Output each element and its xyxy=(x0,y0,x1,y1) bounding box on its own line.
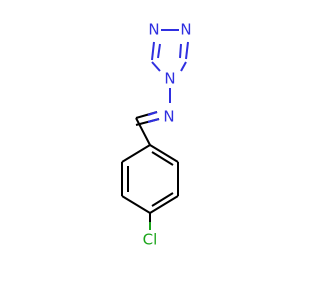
benzene-bond-6 xyxy=(121,144,151,163)
structure-drawing: N N N N Cl xyxy=(121,21,192,249)
molecule-diagram: N N N N Cl xyxy=(121,21,192,249)
bond-c5-n1-inner xyxy=(157,43,161,59)
atom-n-ring-top-right: N xyxy=(180,21,191,39)
bond-n2-c3-inner xyxy=(179,43,182,59)
benzene-bond-3 xyxy=(149,195,179,214)
benzene-bond-3-inner xyxy=(151,192,174,207)
benzene-bond-4 xyxy=(121,195,151,214)
bond-n2-c3 xyxy=(185,41,189,60)
atom-n-ring-bottom: N xyxy=(164,70,175,88)
bond-ch-ipso xyxy=(135,117,151,146)
bond-n-imine-c-double-n-part xyxy=(147,111,158,116)
bond-c5-n1 xyxy=(151,41,155,61)
bond-n4-c5 xyxy=(151,61,161,72)
bond-c3-n4 xyxy=(180,61,187,72)
atom-n-imine: N xyxy=(163,108,174,126)
atom-n-ring-top-left: N xyxy=(148,21,159,39)
benzene-bond-1-inner xyxy=(151,151,174,166)
benzene-bond-1 xyxy=(149,144,179,163)
atom-chlorine: Cl xyxy=(143,231,158,249)
bond-n-imine-c-n-part xyxy=(147,118,160,123)
